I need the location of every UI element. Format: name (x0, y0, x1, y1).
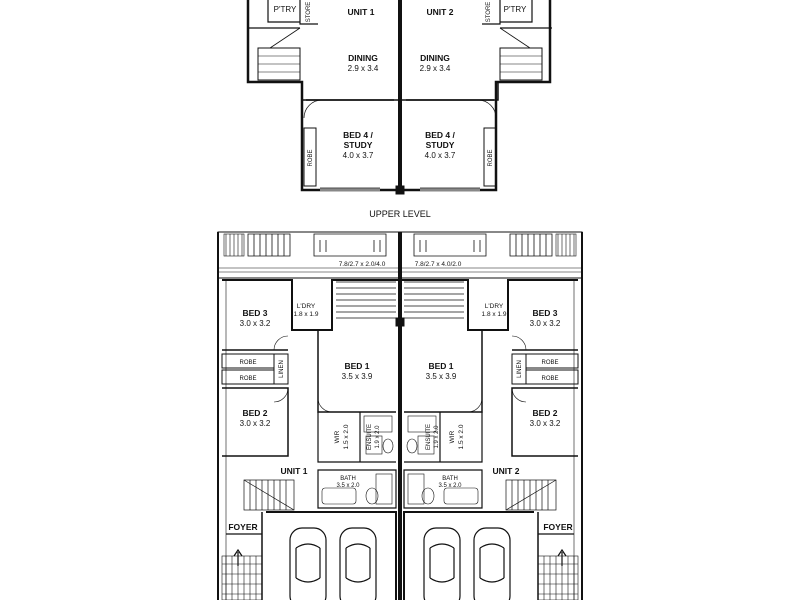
dining-1-name: DINING (348, 53, 378, 63)
bed3-2-name: BED 3 (532, 308, 557, 318)
bed4-2-name-b: STUDY (426, 140, 455, 150)
upper-level-plan (246, 0, 552, 195)
car-icon (423, 527, 461, 600)
bed4-1-name-a: BED 4 / (343, 130, 373, 140)
store-2-label: STORE (486, 2, 492, 23)
ensuite-2-name: ENSUITE (426, 424, 432, 450)
bed3-2-dims: 3.0 x 3.2 (530, 319, 561, 328)
ensuite-1-name: ENSUITE (367, 424, 373, 450)
robe-upper-1-label: ROBE (308, 149, 314, 166)
robe-lower-1a-label: ROBE (239, 360, 256, 366)
foyer-2-label: FOYER (543, 522, 572, 532)
unit-1-upper-label: UNIT 1 (348, 7, 375, 17)
pantry-1-label: P'TRY (274, 5, 297, 14)
robe-upper-2-label: ROBE (488, 149, 494, 166)
wir-2-name: WIR (449, 430, 456, 443)
robe-lower-2b-label: ROBE (541, 376, 558, 382)
dining-1-dims: 2.9 x 3.4 (348, 64, 379, 73)
garage-cars (289, 527, 511, 600)
bed2-1-dims: 3.0 x 3.2 (240, 419, 271, 428)
wir-1-name: WIR (334, 430, 341, 443)
bath-2-dims: 3.5 x 2.0 (438, 483, 462, 489)
unit-2-upper-label: UNIT 2 (427, 7, 454, 17)
car-icon (473, 527, 511, 600)
bed2-2-name: BED 2 (532, 408, 557, 418)
bed1-1-name: BED 1 (344, 361, 369, 371)
unit-2-lower-label: UNIT 2 (493, 466, 520, 476)
robe-lower-2a-label: ROBE (541, 360, 558, 366)
laundry-2-dims: 1.8 x 1.9 (482, 311, 507, 318)
car-icon (289, 527, 327, 600)
bath-1-dims: 3.5 x 2.0 (336, 483, 360, 489)
lower-level-plan (217, 231, 583, 600)
level-title: UPPER LEVEL (369, 209, 431, 219)
wir-2-dims: 1.5 x 2.0 (458, 424, 465, 449)
ensuite-2-dims: 1.9 x 2.0 (434, 425, 440, 449)
unit-1-lower-label: UNIT 1 (281, 466, 308, 476)
linen-1-label: LINEN (279, 360, 285, 378)
dining-2-name: DINING (420, 53, 450, 63)
ensuite-1-dims: 1.9 x 2.0 (375, 425, 381, 449)
dining-2-dims: 2.9 x 3.4 (420, 64, 451, 73)
bed3-1-name: BED 3 (242, 308, 267, 318)
robe-lower-1b-label: ROBE (239, 376, 256, 382)
bed4-2-name-a: BED 4 / (425, 130, 455, 140)
bath-2-name: BATH (442, 476, 458, 482)
bed1-2-dims: 3.5 x 3.9 (426, 372, 457, 381)
bed2-1-name: BED 2 (242, 408, 267, 418)
car-icon (339, 527, 377, 600)
store-1-label: STORE (306, 2, 312, 23)
laundry-2-name: L'DRY (485, 303, 504, 310)
bed1-1-dims: 3.5 x 3.9 (342, 372, 373, 381)
wir-1-dims: 1.5 x 2.0 (343, 424, 350, 449)
laundry-1-dims: 1.8 x 1.9 (294, 311, 319, 318)
bed4-2-dims: 4.0 x 3.7 (425, 151, 456, 160)
deck-2-dims: 7.8/2.7 x 4.0/2.0 (415, 261, 462, 268)
bath-1-name: BATH (340, 476, 356, 482)
bed1-2-name: BED 1 (428, 361, 453, 371)
foyer-1-label: FOYER (228, 522, 257, 532)
pantry-2-label: P'TRY (504, 5, 527, 14)
deck-1-dims: 7.8/2.7 x 2.0/4.0 (339, 261, 386, 268)
linen-2-label: LINEN (517, 360, 523, 378)
bed2-2-dims: 3.0 x 3.2 (530, 419, 561, 428)
bed4-1-name-b: STUDY (344, 140, 373, 150)
bed4-1-dims: 4.0 x 3.7 (343, 151, 374, 160)
bed3-1-dims: 3.0 x 3.2 (240, 319, 271, 328)
laundry-1-name: L'DRY (297, 303, 316, 310)
